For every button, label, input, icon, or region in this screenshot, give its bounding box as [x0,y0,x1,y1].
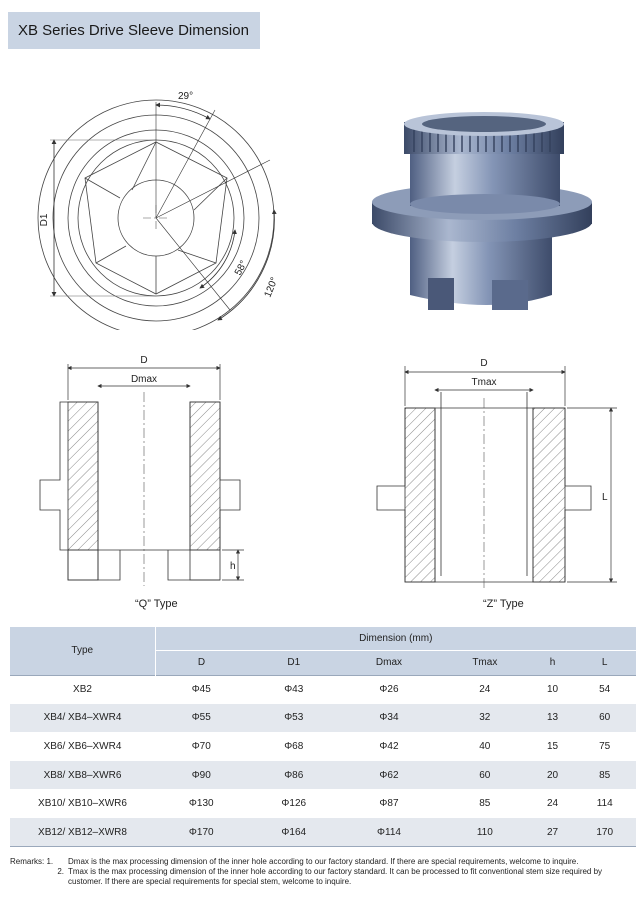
table-row: XB10/ XB10–XWR6 Φ130 Φ126 Φ87 85 24 114 [10,789,636,818]
cell-type: XB4/ XB4–XWR4 [10,703,155,733]
cell-dmax: Φ62 [340,760,438,790]
z-l-label: L [602,492,608,503]
front-view-drawing: 29° D1 58° 120° [37,91,281,330]
q-h-label: h [230,561,236,572]
cell-l: 75 [599,740,611,752]
angle-120-label: 120° [263,276,281,299]
column-header-d: D [155,649,248,675]
cell-tmax: 110 [437,817,532,848]
dimension-group-header: Dimension (mm) [155,627,636,650]
cell-tmax: 32 [437,703,532,733]
column-header-d1: D1 [247,649,340,675]
cell-h: 10 [531,674,574,704]
cell-l: 114 [596,798,613,810]
cell-l: 85 [573,760,636,790]
q-d-label: D [140,355,147,366]
q-type-caption: “Q” Type [135,598,178,610]
column-header-h: h [531,649,574,675]
cell-l: 60 [573,703,636,733]
cell-dmax: Φ26 [340,674,438,704]
cell-d1: Φ43 [247,674,340,704]
angle-29-label: 29° [178,91,193,102]
product-photo [372,112,592,310]
cell-dmax: Φ114 [340,817,438,848]
cell-h: 24 [546,798,559,810]
cell-d1: Φ164 [247,817,340,848]
cell-h: 13 [531,703,574,733]
cell-d1: Φ126 [281,798,307,810]
cell-d: Φ90 [155,760,248,790]
angle-58-label: 58° [233,259,250,278]
z-type-caption: “Z” Type [483,598,524,610]
cell-tmax: 60 [437,760,532,790]
cell-type: XB2 [10,674,155,704]
z-type-drawing: D Tmax L [376,358,617,588]
remarks-lead: Remarks: 1. [10,857,54,866]
page-title: XB Series Drive Sleeve Dimension [8,12,260,49]
cell-dmax: Φ42 [379,740,399,752]
q-type-drawing: D Dmax h [39,355,244,586]
cell-d1: Φ86 [247,760,340,790]
z-tmax-label: Tmax [472,377,497,388]
cell-tmax: 40 [479,740,491,752]
remarks: Remarks: 1. Dmax is the max processing d… [10,857,632,887]
remarks-lead-2: 2. [57,867,64,876]
q-dmax-label: Dmax [131,374,157,385]
cell-h: 20 [531,760,574,790]
column-header-l: L [573,649,636,675]
type-column-header: Type [10,627,156,675]
cell-d1: Φ53 [247,703,340,733]
cell-l: 170 [573,817,636,848]
dimension-table: Type Dimension (mm) D D1 Dmax Tmax h L X… [10,627,636,848]
cell-d: Φ45 [155,674,248,704]
table-row: XB6/ XB6–XWR4 Φ70 Φ68 Φ42 40 15 75 [10,732,636,761]
cell-type: XB10/ XB10–XWR6 [38,798,127,810]
column-header-dmax: Dmax [340,649,438,675]
cell-type: XB6/ XB6–XWR4 [43,740,122,752]
table-row: XB12/ XB12–XWR8 Φ170 Φ164 Φ114 110 27 17… [10,817,636,848]
remark-2: Tmax is the max processing dimension of … [68,867,603,886]
cell-h: 27 [531,817,574,848]
cell-dmax: Φ34 [340,703,438,733]
table-row: XB2 Φ45 Φ43 Φ26 24 10 54 [10,674,636,704]
d1-label: D1 [39,213,50,226]
cell-tmax: 24 [437,674,532,704]
cell-d1: Φ68 [284,740,304,752]
cell-d: Φ55 [155,703,248,733]
table-row: XB8/ XB8–XWR6 Φ90 Φ86 Φ62 60 20 85 [10,760,636,790]
cell-type: XB8/ XB8–XWR6 [10,760,155,790]
cell-type: XB12/ XB12–XWR8 [10,817,155,848]
cell-d: Φ170 [155,817,248,848]
cell-l: 54 [573,674,636,704]
remark-1: Dmax is the max processing dimension of … [68,857,579,866]
cell-h: 15 [546,740,559,752]
cell-dmax: Φ87 [379,798,399,810]
cell-d: Φ130 [188,798,214,810]
cell-d: Φ70 [191,740,211,752]
cell-tmax: 85 [479,798,491,810]
column-header-tmax: Tmax [437,649,532,675]
table-row: XB4/ XB4–XWR4 Φ55 Φ53 Φ34 32 13 60 [10,703,636,733]
z-d-label: D [480,358,487,369]
